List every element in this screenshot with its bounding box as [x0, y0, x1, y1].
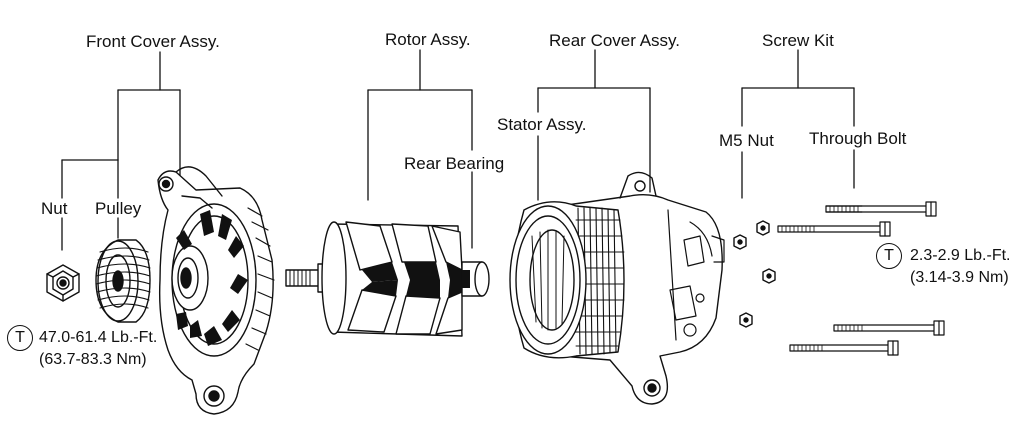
through-bolts: [777, 201, 945, 356]
pulley-nut-torque-metric: (63.7-83.3 Nm): [39, 351, 147, 368]
pulley-part: [95, 239, 151, 323]
stator-assy-label: Stator Assy.: [497, 115, 587, 134]
m5-nut-label: M5 Nut: [719, 131, 774, 150]
pulley-label: Pulley: [95, 199, 142, 218]
through-bolt-torque-metric: (3.14-3.9 Nm): [910, 269, 1009, 286]
through-bolt-label: Through Bolt: [809, 129, 907, 148]
nut-label: Nut: [41, 199, 68, 218]
stator-part: [509, 201, 625, 359]
rear-cover-assy-label: Rear Cover Assy.: [549, 31, 681, 50]
screw-kit-label: Screw Kit: [762, 31, 834, 50]
torque-symbol-icon: T: [876, 243, 902, 269]
rear-bearing-label: Rear Bearing: [404, 154, 505, 173]
rotor-part: [285, 221, 490, 337]
m5-nuts: [733, 220, 776, 328]
front-cover-part: [157, 166, 275, 415]
through-bolt-torque-imperial: 2.3-2.9 Lb.-Ft.: [910, 247, 1011, 264]
rear-cover-part: [509, 171, 725, 405]
rotor-assy-label: Rotor Assy.: [385, 30, 471, 49]
leader-lines: [61, 49, 855, 251]
torque-symbol-icon: T: [7, 325, 33, 351]
rear-bearing-part: [461, 261, 490, 297]
nut-part: [46, 264, 80, 302]
pulley-nut-torque-imperial: 47.0-61.4 Lb.-Ft.: [39, 329, 158, 346]
front-cover-assy-label: Front Cover Assy.: [86, 32, 220, 51]
